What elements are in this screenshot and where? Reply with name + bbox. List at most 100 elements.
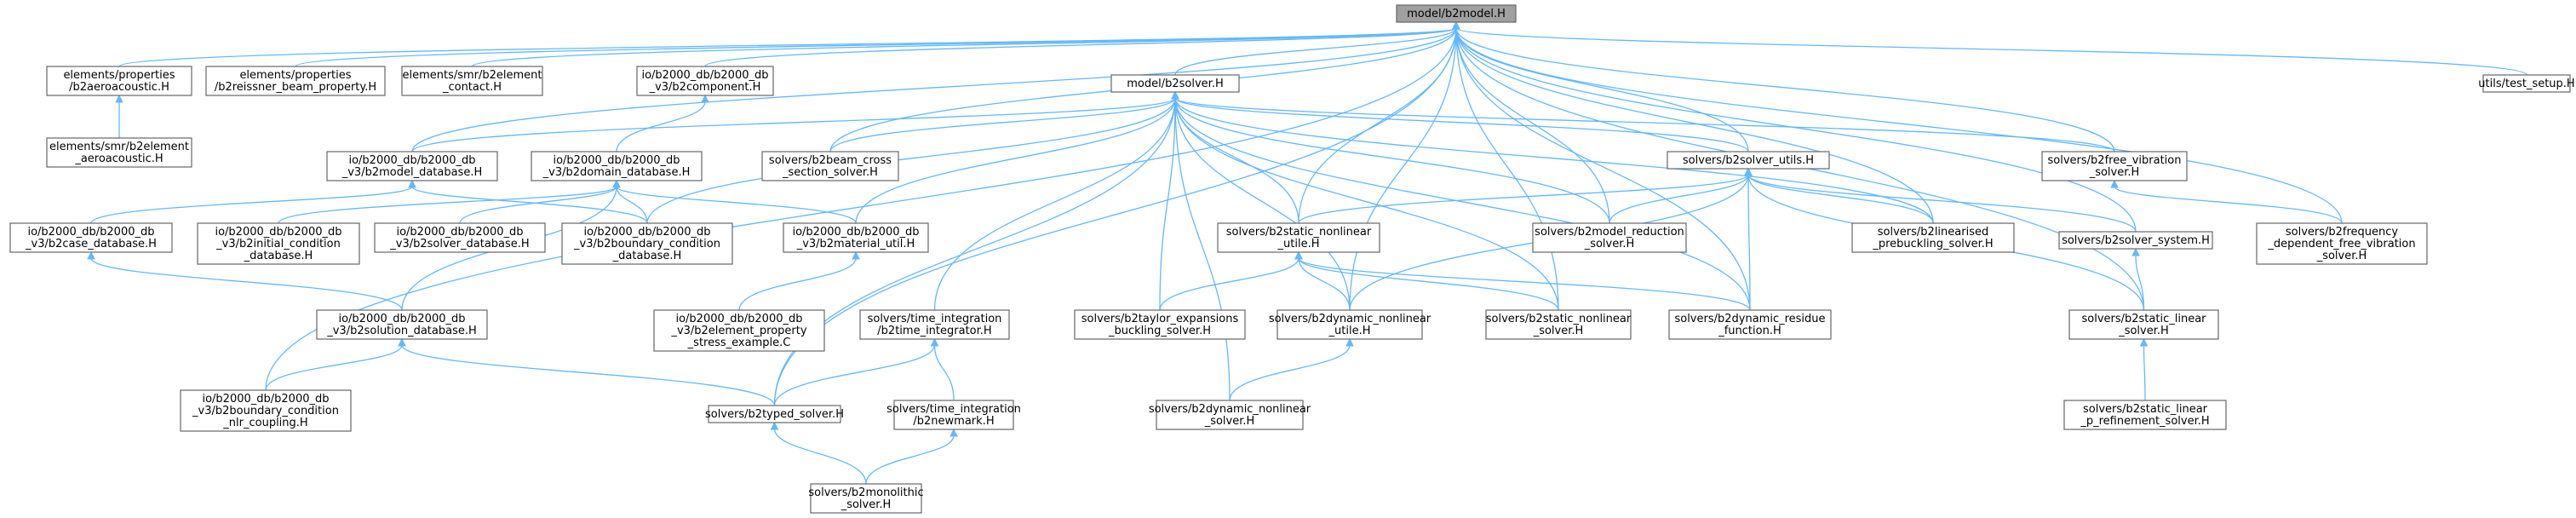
node-label-line: utils/test_setup.H (2478, 78, 2574, 90)
node-label-line: io/b2000_db/b2000_db (583, 226, 710, 239)
node-label-line: /b2newmark.H (913, 415, 994, 428)
dependency-edge (865, 435, 955, 485)
dependency-edge (1174, 27, 1457, 76)
dependency-edge (855, 97, 1176, 224)
dependency-arrowhead (930, 337, 939, 347)
dependency-arrowhead (701, 94, 709, 103)
graph-node-beamcross[interactable]: solvers/b2beam_cross_section_solver.H (761, 151, 899, 181)
node-label-line: io/b2000_db/b2000_db (202, 393, 329, 406)
dependency-edge (1174, 97, 1231, 401)
node-label-line: _v3/b2domain_database.H (542, 166, 691, 179)
graph-node-newmark[interactable]: solvers/time_integration/b2newmark.H (886, 400, 1021, 430)
dependency-edge (2114, 186, 2343, 224)
node-label-line: solvers/b2solver_system.H (2062, 234, 2210, 247)
node-label-line: _aeroacoustic.H (74, 153, 163, 165)
node-box (2482, 74, 2571, 93)
node-box (2058, 231, 2213, 250)
graph-node-timeint[interactable]: solvers/time_integration/b2time_integrat… (859, 309, 1010, 340)
graph-node-bcondnlr[interactable]: io/b2000_db/b2000_db_v3/b2boundary_condi… (180, 389, 352, 432)
graph-node-solver[interactable]: model/b2solver.H (1110, 74, 1240, 93)
node-label-line: _solver.H (1584, 238, 1635, 250)
node-label-line: _solver.H (1204, 415, 1255, 428)
node-box (2041, 151, 2188, 181)
node-label-line: _utile.H (1277, 238, 1320, 250)
graph-node-solverdb[interactable]: io/b2000_db/b2000_db_v3/b2solver_databas… (374, 222, 546, 253)
graph-node-elemprop[interactable]: io/b2000_db/b2000_db_v3/b2element_proper… (653, 309, 825, 352)
dependency-arrowhead (408, 179, 416, 188)
graph-node-staticlin[interactable]: solvers/b2static_linear_solver.H (2068, 309, 2219, 340)
node-label-line: elements/properties (63, 69, 175, 82)
dependency-arrowhead (1294, 250, 1303, 260)
dependency-arrowhead (612, 179, 621, 188)
node-label-line: _solver.H (2089, 166, 2140, 179)
graph-node-testsetup[interactable]: utils/test_setup.H (2478, 74, 2575, 93)
node-box (810, 483, 922, 514)
dependency-edge (265, 344, 403, 391)
node-label-line: _v3/b2boundary_condition (573, 238, 720, 250)
graph-node-comp[interactable]: io/b2000_db/b2000_db_v3/b2component.H (636, 66, 774, 96)
dependency-arrowhead (2110, 179, 2119, 188)
node-label-line: elements/smr/b2element (49, 141, 189, 153)
graph-node-staticnls[interactable]: solvers/b2static_nonlinear_solver.H (1485, 309, 1632, 340)
dependency-edge (616, 186, 648, 224)
node-label-line: _solver.H (2316, 250, 2367, 262)
node-label-line: _v3/b2component.H (649, 81, 761, 94)
graph-node-domaindb[interactable]: io/b2000_db/b2000_db_v3/b2domain_databas… (531, 151, 703, 181)
dependency-arrowhead (398, 337, 406, 347)
node-label-line: solvers/b2static_nonlinear (1226, 226, 1372, 239)
graph-node-dynnlu[interactable]: solvers/b2dynamic_nonlinear_utile.H (1269, 309, 1431, 340)
graph-node-matutil[interactable]: io/b2000_db/b2000_db_v3/b2material_util.… (783, 222, 929, 253)
node-box (561, 222, 733, 265)
graph-node-modelred[interactable]: solvers/b2model_reduction_solver.H (1532, 222, 1687, 253)
node-label-line: solvers/time_integration (868, 313, 1002, 325)
node-label-line: _v3/b2initial_condition (215, 238, 341, 250)
dependency-edge (1159, 97, 1176, 311)
dependency-edge (1455, 27, 1749, 153)
graph-node-smraero[interactable]: elements/smr/b2element_aeroacoustic.H (46, 137, 192, 168)
dependency-edge (411, 186, 648, 224)
node-label-line: model/b2model.H (1407, 8, 1506, 20)
graph-node-bconddb[interactable]: io/b2000_db/b2000_db_v3/b2boundary_condi… (561, 222, 733, 265)
graph-node-monolithic[interactable]: solvers/b2monolithic_solver.H (808, 483, 924, 514)
node-label-line: io/b2000_db/b2000_db (215, 226, 341, 239)
graph-node-freevib[interactable]: solvers/b2free_vibration_solver.H (2041, 151, 2188, 181)
dependency-edge (1298, 257, 1559, 311)
graph-node-dynnls[interactable]: solvers/b2dynamic_nonlinear_solver.H (1149, 400, 1311, 430)
node-box (636, 66, 774, 96)
node-label-line: solvers/b2solver_utils.H (1683, 154, 1814, 167)
graph-node-reis[interactable]: elements/properties/b2reissner_beam_prop… (205, 66, 386, 96)
dependency-edge (2143, 344, 2146, 401)
dependency-edge (459, 186, 617, 224)
node-box (374, 222, 546, 253)
node-box (2256, 222, 2428, 265)
graph-node-taylor[interactable]: solvers/b2taylor_expansions_buckling_sol… (1074, 309, 1246, 340)
graph-node-initcond[interactable]: io/b2000_db/b2000_db_v3/b2initial_condit… (197, 222, 360, 265)
graph-node-aero[interactable]: elements/properties/b2aeroacoustic.H (46, 66, 192, 96)
graph-node-smrcontact[interactable]: elements/smr/b2element_contact.H (401, 66, 543, 96)
graph-node-root[interactable]: model/b2model.H (1396, 4, 1517, 23)
graph-node-linprebuck[interactable]: solvers/b2linearised_prebuckling_solver.… (1851, 222, 2015, 253)
node-box (46, 137, 192, 168)
graph-node-solverutils[interactable]: solvers/b2solver_utils.H (1667, 151, 1830, 170)
dependency-edge (1455, 27, 1610, 224)
node-label-line: _stress_example.C (687, 337, 791, 349)
graph-node-staticnlu[interactable]: solvers/b2static_nonlinear_utile.H (1217, 222, 1380, 253)
node-box (859, 309, 1010, 340)
graph-node-dynres[interactable]: solvers/b2dynamic_residue_function.H (1668, 309, 1832, 340)
node-label-line: /b2reissner_beam_property.H (215, 81, 376, 94)
graph-node-freqdep[interactable]: solvers/b2frequency_dependent_free_vibra… (2256, 222, 2428, 265)
graph-node-solvsys[interactable]: solvers/b2solver_system.H (2058, 231, 2213, 250)
graph-node-typed[interactable]: solvers/b2typed_solver.H (705, 405, 844, 423)
graph-node-casedb[interactable]: io/b2000_db/b2000_db_v3/b2case_database.… (9, 222, 173, 253)
node-label-line: /b2time_integrator.H (877, 325, 991, 337)
node-box (783, 222, 929, 253)
node-label-line: _dependent_free_vibration (2267, 238, 2415, 250)
graph-node-staticlinp[interactable]: solvers/b2static_linear_p_refinement_sol… (2063, 400, 2227, 430)
node-label-line: _database.H (612, 250, 682, 262)
graph-node-solutiondb[interactable]: io/b2000_db/b2000_db_v3/b2solution_datab… (316, 309, 488, 340)
dependency-edge (773, 344, 936, 406)
node-label-line: _v3/b2material_util.H (796, 238, 915, 250)
dependency-edge (1229, 344, 1351, 401)
dependency-arrowhead (115, 94, 123, 103)
graph-node-modeldb[interactable]: io/b2000_db/b2000_db_v3/b2model_database… (326, 151, 498, 181)
